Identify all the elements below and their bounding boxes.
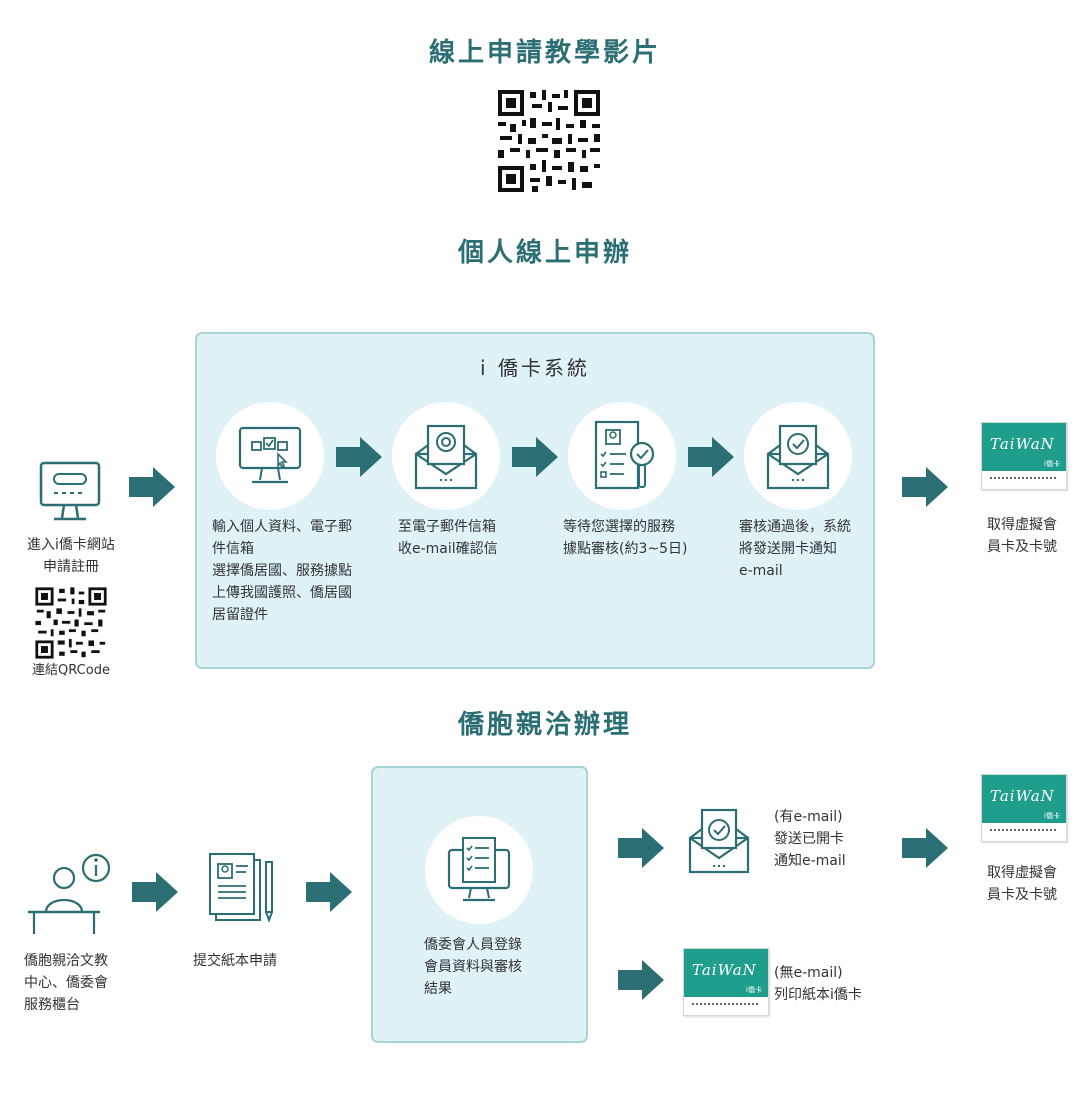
paper-document-pen-icon <box>209 853 273 923</box>
computer-form-icon <box>238 426 302 484</box>
step3-text: 等待您選擇的服務 據點審核(約3~5日) <box>563 516 723 560</box>
email-check-icon <box>766 424 830 490</box>
step1-text: 輸入個人資料、電子郵 件信箱 選擇僑居國、服務據點 上傳我國護照、僑居國 居留證… <box>212 516 382 626</box>
agency-start-line: 中心、僑委會 <box>24 975 108 991</box>
printed-card-icon: TaiWaN i僑卡 <box>683 948 769 1016</box>
computer-checklist-icon <box>447 837 511 902</box>
arrow-right-icon <box>132 872 178 912</box>
step3-circle <box>568 402 676 510</box>
without-email-line: 列印紙本i僑卡 <box>774 987 862 1003</box>
card-sub: i僑卡 <box>746 986 762 994</box>
card-sub: i僑卡 <box>1044 812 1060 820</box>
arrow-right-icon <box>902 467 948 507</box>
result-line: 取得虛擬會 <box>987 517 1057 533</box>
card-dots <box>990 477 1056 483</box>
virtual-card-icon: TaiWaN i僑卡 <box>981 422 1067 490</box>
step4-text: 審核通過後，系統 將發送開卡通知 e-mail <box>739 516 869 582</box>
with-email-line: (有e-mail) <box>774 809 843 825</box>
personal-heading: 個人線上申辦 <box>457 238 632 268</box>
card-dots <box>692 1003 758 1009</box>
review-text: 僑委會人員登錄 會員資料與審核 結果 <box>424 934 574 1000</box>
step4-circle <box>744 402 852 510</box>
card-top <box>684 949 768 997</box>
card-dots <box>990 829 1056 835</box>
step4-line: 審核通過後，系統 <box>739 519 851 535</box>
agency-start-text: 僑胞親洽文教 中心、僑委會 服務櫃台 <box>24 950 134 1016</box>
card-top <box>982 423 1066 471</box>
submit-text: 提交紙本申請 <box>193 953 277 969</box>
step2-text: 至電子郵件信箱 收e-mail確認信 <box>398 516 538 560</box>
card-sub: i僑卡 <box>1044 460 1060 468</box>
review-line: 結果 <box>424 981 452 997</box>
virtual-card-icon: TaiWaN i僑卡 <box>981 774 1067 842</box>
agency-result-text: 取得虛擬會 員卡及卡號 <box>966 862 1078 906</box>
step2-circle <box>392 402 500 510</box>
arrow-right-icon <box>618 960 664 1000</box>
step3-line: 據點審核(約3~5日) <box>563 541 688 557</box>
arrow-right-icon <box>129 467 175 507</box>
review-line: 會員資料與審核 <box>424 959 522 975</box>
agency-heading: 僑胞親洽辦理 <box>457 710 632 740</box>
with-email-line: 通知e-mail <box>774 853 846 869</box>
card-logo: TaiWaN <box>692 961 757 979</box>
arrow-right-icon <box>618 828 664 868</box>
start-label-1: 進入i僑卡網站 <box>27 537 115 553</box>
system-panel <box>195 332 875 669</box>
system-title: i 僑卡系統 <box>480 356 590 380</box>
monitor-link-icon <box>39 461 101 521</box>
step1-line: 居留證件 <box>212 607 268 623</box>
step1-line: 上傳我國護照、僑居國 <box>212 585 352 601</box>
agency-result-line: 取得虛擬會 <box>987 865 1057 881</box>
with-email-text: (有e-mail) 發送已開卡 通知e-mail <box>774 806 894 872</box>
step1-line: 件信箱 <box>212 541 254 557</box>
qr-label: 連結QRCode <box>32 663 110 678</box>
arrow-right-icon <box>306 872 352 912</box>
register-qr-code-icon[interactable] <box>34 586 108 660</box>
step2-line: 至電子郵件信箱 <box>398 519 496 535</box>
arrow-right-icon <box>336 437 382 477</box>
agency-start-line: 僑胞親洽文教 <box>24 953 108 969</box>
document-search-icon <box>594 420 655 490</box>
without-email-text: (無e-mail) 列印紙本i僑卡 <box>774 962 914 1006</box>
agency-result-line: 員卡及卡號 <box>987 887 1057 903</box>
personal-result-text: 取得虛擬會 員卡及卡號 <box>966 514 1078 558</box>
step4-line: 將發送開卡通知 <box>739 541 837 557</box>
review-line: 僑委會人員登錄 <box>424 937 522 953</box>
step2-line: 收e-mail確認信 <box>398 541 498 557</box>
agency-start-line: 服務櫃台 <box>24 997 80 1013</box>
arrow-right-icon <box>902 828 948 868</box>
arrow-right-icon <box>688 437 734 477</box>
review-circle <box>425 816 533 924</box>
step1-line: 輸入個人資料、電子郵 <box>212 519 352 535</box>
step3-line: 等待您選擇的服務 <box>563 519 675 535</box>
with-email-line: 發送已開卡 <box>774 831 844 847</box>
person-desk-info-icon <box>28 853 111 934</box>
card-top <box>982 775 1066 823</box>
start-label-2: 申請註冊 <box>43 559 99 575</box>
video-qr-code-icon[interactable] <box>496 88 602 194</box>
video-heading: 線上申請教學影片 <box>428 38 661 68</box>
result-line: 員卡及卡號 <box>987 539 1057 555</box>
step4-line: e-mail <box>739 563 783 579</box>
step1-circle <box>216 402 324 510</box>
email-at-icon <box>414 424 478 490</box>
step1-line: 選擇僑居國、服務據點 <box>212 563 352 579</box>
card-logo: TaiWaN <box>990 435 1055 453</box>
email-check-icon <box>688 808 750 874</box>
card-logo: TaiWaN <box>990 787 1055 805</box>
without-email-line: (無e-mail) <box>774 965 843 981</box>
arrow-right-icon <box>512 437 558 477</box>
